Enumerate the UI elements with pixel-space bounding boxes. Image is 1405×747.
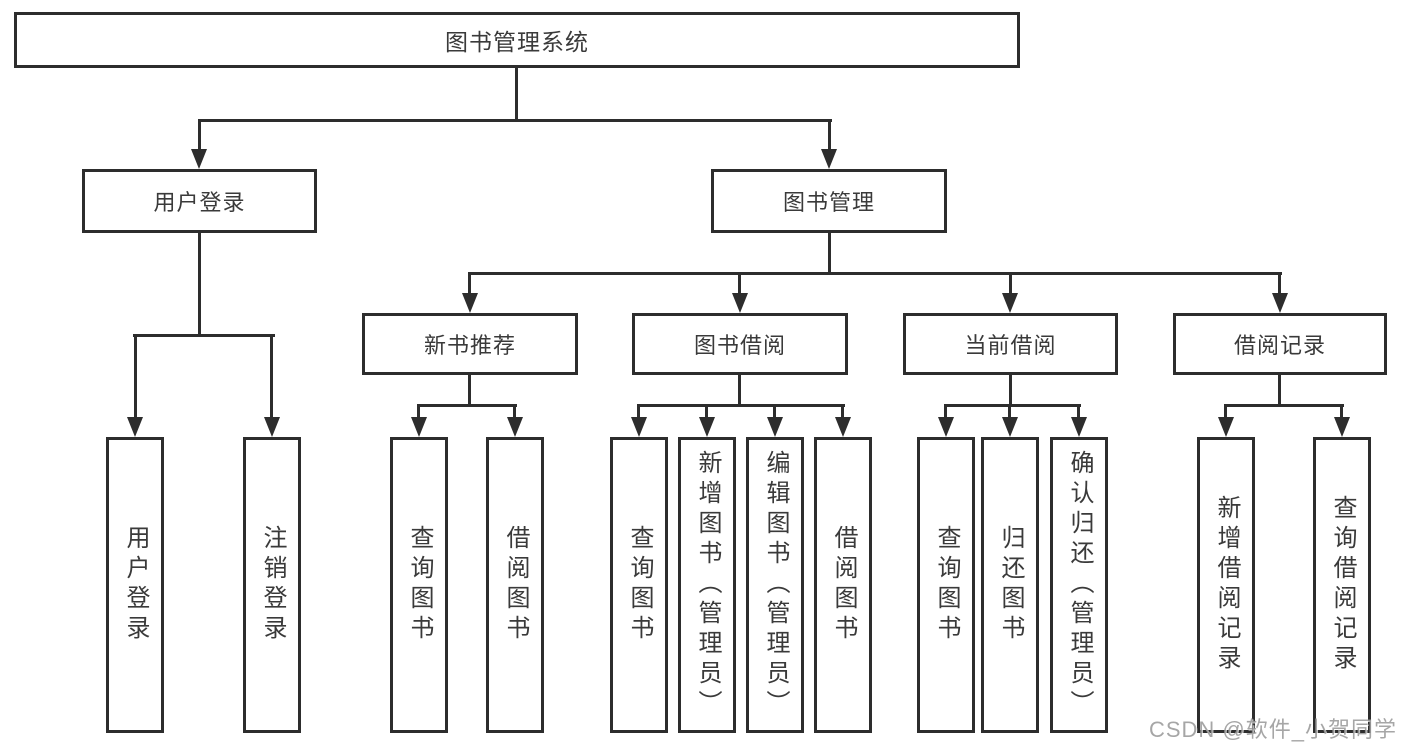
connector-line: [513, 404, 516, 419]
arrow-down-icon: [507, 417, 523, 437]
node-leaf-confirm-return-admin: 确认归还（管理员）: [1050, 437, 1108, 733]
arrow-down-icon: [938, 417, 954, 437]
csdn-watermark: CSDN @软件_小贺同学: [1148, 717, 1397, 742]
connector-line: [1224, 404, 1344, 407]
node-borrow-records: 借阅记录: [1173, 313, 1387, 375]
connector-line: [1224, 404, 1227, 419]
arrow-down-icon: [767, 417, 783, 437]
node-user-login: 用户登录: [82, 169, 317, 233]
arrow-down-icon: [1218, 417, 1234, 437]
connector-line: [1077, 404, 1080, 419]
connector-line: [738, 272, 741, 295]
arrow-down-icon: [699, 417, 715, 437]
node-book-management: 图书管理: [711, 169, 947, 233]
arrow-down-icon: [821, 149, 837, 169]
arrow-down-icon: [1002, 293, 1018, 313]
arrow-down-icon: [631, 417, 647, 437]
connector-line: [468, 272, 1282, 275]
connector-line: [944, 404, 947, 419]
connector-line: [468, 272, 471, 295]
connector-line: [738, 375, 741, 406]
connector-line: [468, 375, 471, 406]
arrow-down-icon: [411, 417, 427, 437]
connector-line: [417, 404, 420, 419]
connector-line: [705, 404, 708, 419]
connector-line: [773, 404, 776, 419]
connector-line: [133, 334, 275, 337]
node-leaf-borrow-books-1: 借阅图书: [486, 437, 544, 733]
node-current-borrow: 当前借阅: [903, 313, 1118, 375]
connector-line: [841, 404, 844, 419]
node-leaf-add-books-admin: 新增图书（管理员）: [678, 437, 736, 733]
node-leaf-query-borrow-record: 查询借阅记录: [1313, 437, 1371, 733]
arrow-down-icon: [127, 417, 143, 437]
node-leaf-borrow-books-2: 借阅图书: [814, 437, 872, 733]
node-leaf-query-books-1: 查询图书: [390, 437, 448, 733]
node-leaf-logout: 注销登录: [243, 437, 301, 733]
connector-line: [1009, 272, 1012, 295]
connector-line: [198, 119, 832, 122]
connector-line: [198, 119, 201, 152]
connector-line: [1008, 404, 1011, 419]
connector-line: [1340, 404, 1343, 419]
arrow-down-icon: [1334, 417, 1350, 437]
connector-line: [828, 119, 831, 152]
connector-line: [417, 404, 517, 407]
arrow-down-icon: [732, 293, 748, 313]
connector-line: [134, 334, 137, 419]
node-book-borrow: 图书借阅: [632, 313, 848, 375]
node-leaf-edit-books-admin: 编辑图书（管理员）: [746, 437, 804, 733]
arrow-down-icon: [191, 149, 207, 169]
node-leaf-query-books-3: 查询图书: [917, 437, 975, 733]
connector-line: [270, 334, 273, 419]
arrow-down-icon: [1002, 417, 1018, 437]
connector-line: [637, 404, 640, 419]
arrow-down-icon: [1272, 293, 1288, 313]
node-leaf-add-borrow-record: 新增借阅记录: [1197, 437, 1255, 733]
node-leaf-return-books: 归还图书: [981, 437, 1039, 733]
arrow-down-icon: [1071, 417, 1087, 437]
connector-line: [944, 404, 1081, 407]
node-leaf-user-login: 用户登录: [106, 437, 164, 733]
connector-line: [515, 68, 518, 120]
connector-line: [637, 404, 845, 407]
node-leaf-query-books-2: 查询图书: [610, 437, 668, 733]
connector-line: [1278, 375, 1281, 406]
arrow-down-icon: [264, 417, 280, 437]
connector-line: [1278, 272, 1281, 295]
connector-line: [828, 233, 831, 274]
connector-line: [198, 233, 201, 336]
node-library-management-system: 图书管理系统: [14, 12, 1020, 68]
arrow-down-icon: [835, 417, 851, 437]
connector-line: [1009, 375, 1012, 406]
arrow-down-icon: [462, 293, 478, 313]
node-new-book-recommend: 新书推荐: [362, 313, 578, 375]
